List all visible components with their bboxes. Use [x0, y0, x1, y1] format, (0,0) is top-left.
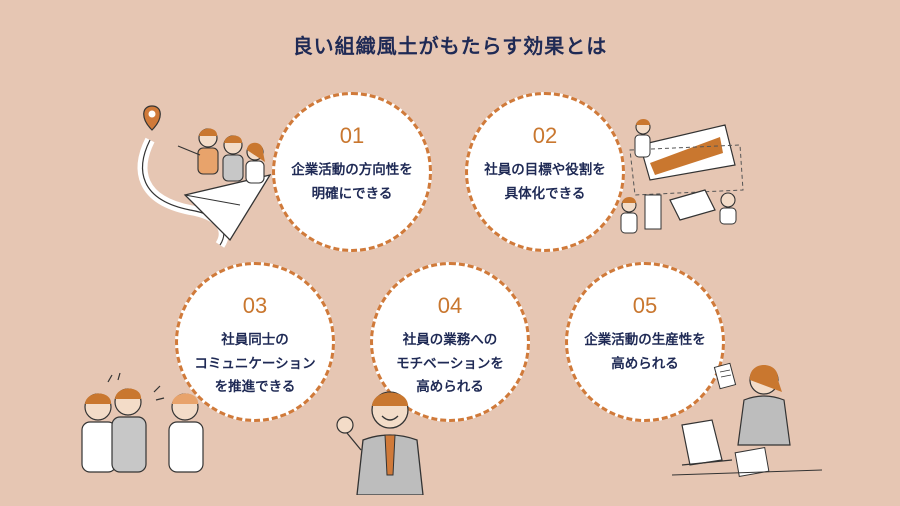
effect-number: 04 [431, 293, 469, 319]
paper-plane-team-illustration [137, 105, 272, 248]
motivated-businessman-illustration [336, 391, 424, 495]
effect-number: 01 [333, 123, 371, 149]
effect-number: 02 [526, 123, 564, 149]
team-conversation-illustration [81, 372, 204, 473]
effect-card-05: 05 企業活動の生産性を 高められる [565, 262, 725, 422]
effect-text: 社員の業務への モチベーションを 高められる [396, 332, 504, 396]
effect-number: 05 [626, 293, 664, 319]
effect-text: 社員の目標や役割を 具体化できる [484, 162, 606, 202]
busy-office-worker-illustration [672, 362, 822, 478]
page-title: 良い組織風土がもたらす効果とは [292, 34, 608, 58]
effect-card-03: 03 社員同士の コミュニケーション を推進できる [175, 262, 335, 422]
effect-card-01: 01 企業活動の方向性を 明確にできる [272, 92, 432, 252]
map-pin-icon [143, 105, 161, 131]
effect-number: 03 [236, 293, 274, 319]
effect-text: 企業活動の方向性を 明確にできる [291, 162, 413, 202]
effect-text: 社員同士の コミュニケーション を推進できる [194, 332, 316, 396]
team-building-board-illustration [620, 119, 744, 234]
effect-card-02: 02 社員の目標や役割を 具体化できる [465, 92, 625, 252]
effect-text: 企業活動の生産性を 高められる [584, 332, 706, 372]
